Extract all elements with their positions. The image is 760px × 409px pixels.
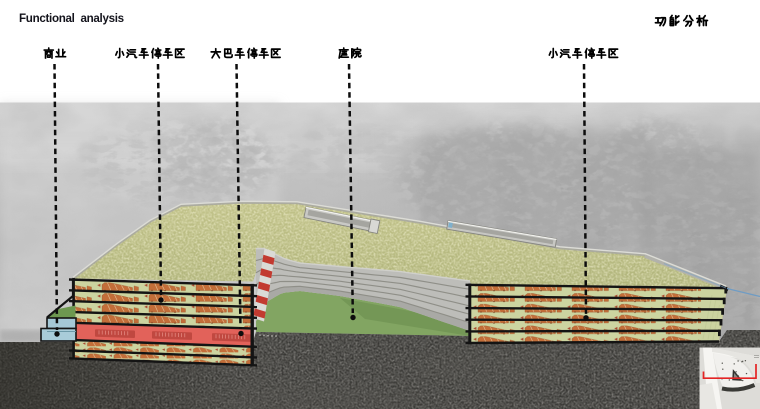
svg-text:Functional analysis: Functional analysis bbox=[19, 12, 124, 25]
